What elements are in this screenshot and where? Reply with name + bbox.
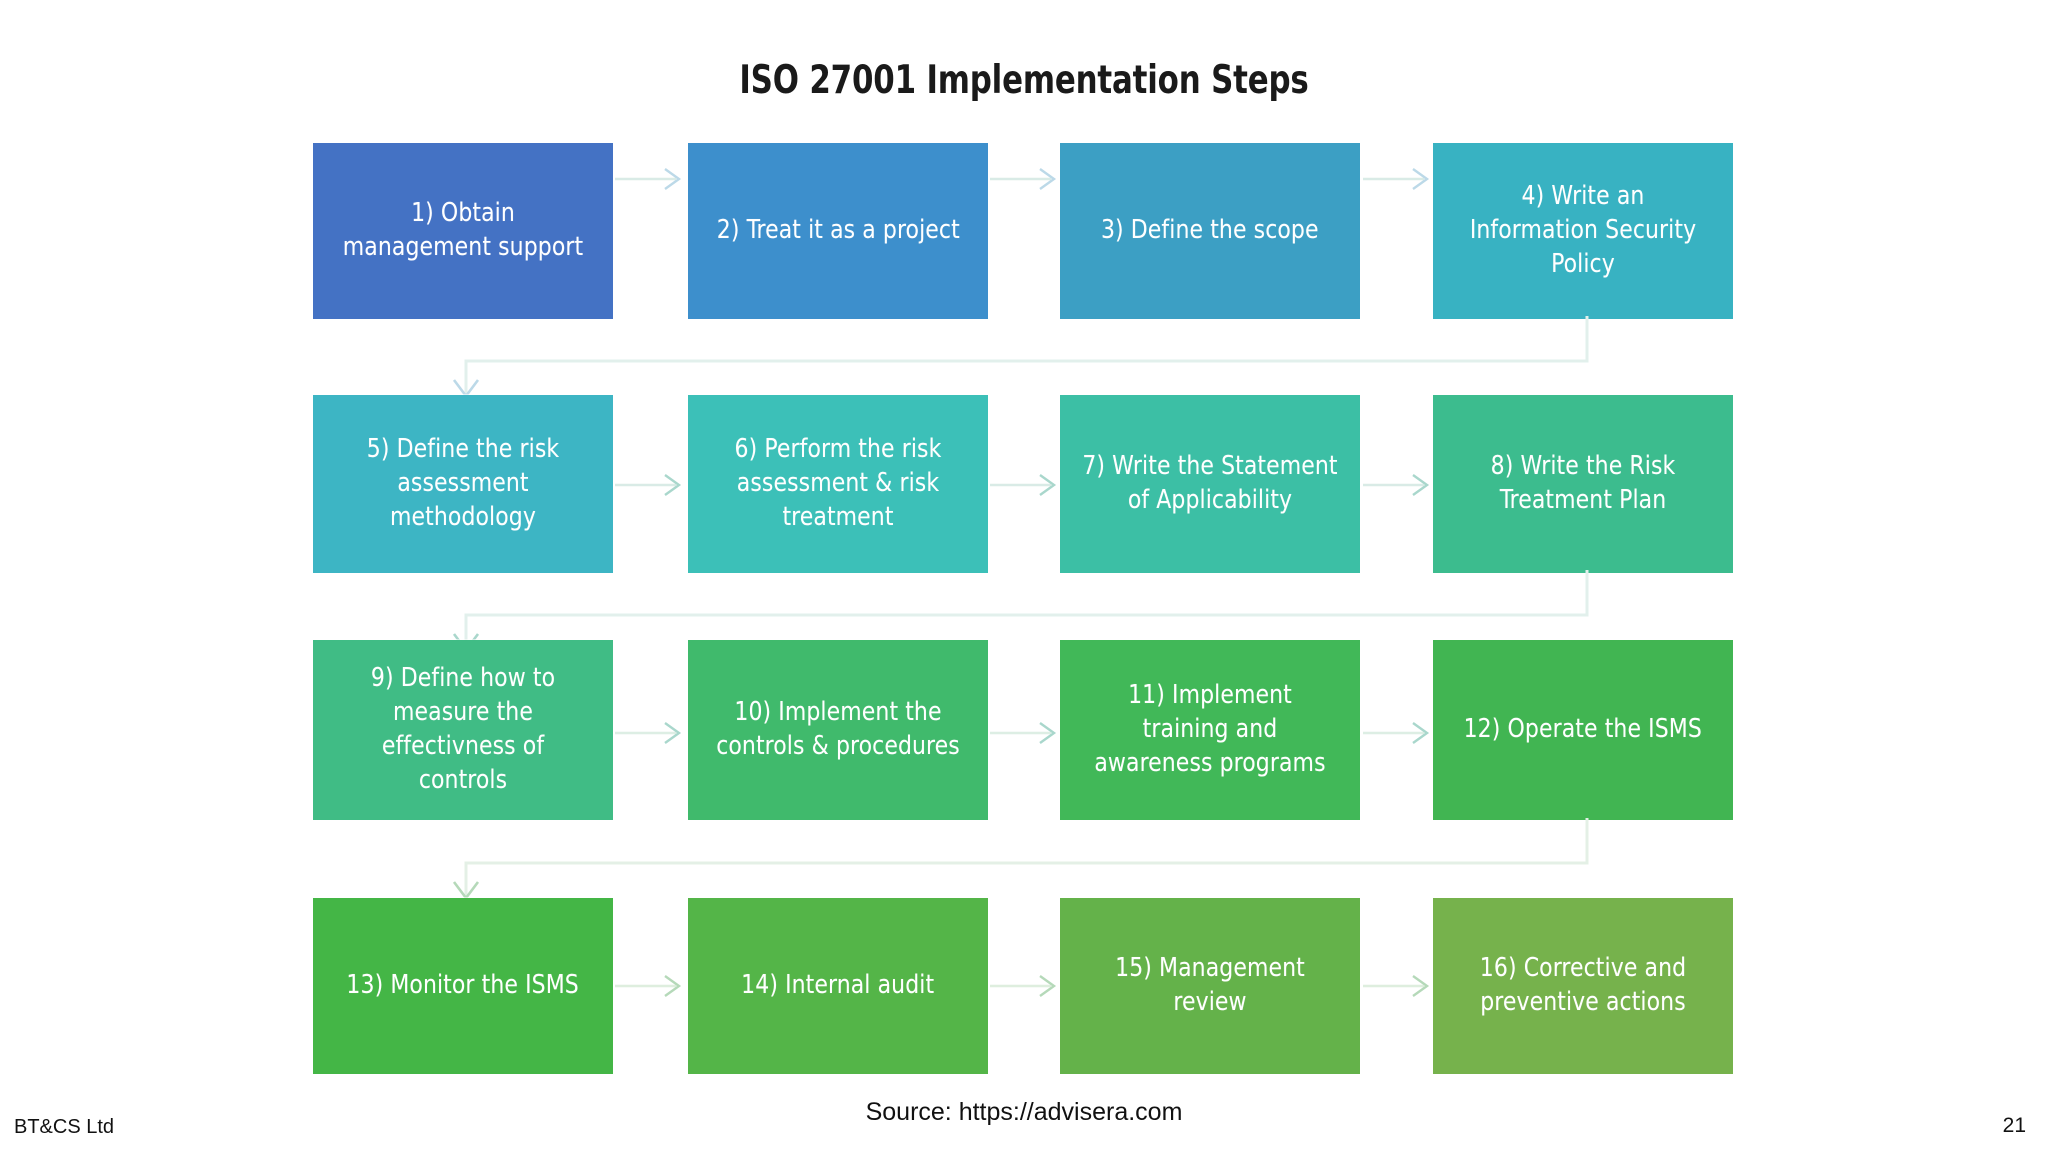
arrow-right-icon-7-8 — [1361, 470, 1437, 500]
step-box-11[interactable]: 11) Implement training and awareness pro… — [1060, 640, 1360, 820]
step-box-8[interactable]: 8) Write the Risk Treatment Plan — [1433, 395, 1733, 573]
arrow-right-icon-1-2 — [613, 164, 689, 194]
step-box-15[interactable]: 15) Management review — [1060, 898, 1360, 1074]
arrow-right-icon-13-14 — [613, 971, 689, 1001]
step-label-1: 1) Obtain management support — [342, 198, 584, 262]
step-box-7[interactable]: 7) Write the Statement of Applicability — [1060, 395, 1360, 573]
arrow-right-icon-5-6 — [613, 470, 689, 500]
arrow-right-icon-2-3 — [988, 164, 1064, 194]
step-box-14[interactable]: 14) Internal audit — [688, 898, 988, 1074]
step-box-4[interactable]: 4) Write an Information Security Policy — [1433, 143, 1733, 319]
step-box-10[interactable]: 10) Implement the controls & procedures — [688, 640, 988, 820]
step-box-12[interactable]: 12) Operate the ISMS — [1433, 640, 1733, 820]
step-box-2[interactable]: 2) Treat it as a project — [688, 143, 988, 319]
step-label-5: 5) Define the risk assessment methodolog… — [366, 434, 560, 532]
step-label-12: 12) Operate the ISMS — [1463, 714, 1703, 745]
arrow-right-icon-6-7 — [988, 470, 1064, 500]
step-label-15: 15) Management review — [1115, 953, 1305, 1017]
arrow-right-icon-14-15 — [988, 971, 1064, 1001]
footer-source-label: Source: https://advisera.com — [865, 1098, 1183, 1126]
step-label-10: 10) Implement the controls & procedures — [716, 697, 960, 761]
step-label-9: 9) Define how to measure the effectivnes… — [370, 663, 556, 795]
page-title: ISO 27001 Implementation Steps — [739, 58, 1309, 103]
arrow-right-icon-3-4 — [1361, 164, 1437, 194]
step-label-2: 2) Treat it as a project — [716, 215, 960, 246]
step-label-4: 4) Write an Information Security Policy — [1469, 181, 1697, 279]
arrow-right-icon-15-16 — [1361, 971, 1437, 1001]
step-box-1[interactable]: 1) Obtain management support — [313, 143, 613, 319]
step-label-6: 6) Perform the risk assessment & risk tr… — [734, 434, 942, 532]
step-label-13: 13) Monitor the ISMS — [346, 970, 580, 1001]
step-box-5[interactable]: 5) Define the risk assessment methodolog… — [313, 395, 613, 573]
arrow-right-icon-10-11 — [988, 718, 1064, 748]
step-label-8: 8) Write the Risk Treatment Plan — [1490, 451, 1676, 515]
footer-page-number: 21 — [2002, 1114, 2026, 1137]
step-label-14: 14) Internal audit — [741, 970, 935, 1001]
step-box-9[interactable]: 9) Define how to measure the effectivnes… — [313, 640, 613, 820]
step-box-6[interactable]: 6) Perform the risk assessment & risk tr… — [688, 395, 988, 573]
step-label-7: 7) Write the Statement of Applicability — [1082, 451, 1338, 515]
step-box-3[interactable]: 3) Define the scope — [1060, 143, 1360, 319]
step-box-16[interactable]: 16) Corrective and preventive actions — [1433, 898, 1733, 1074]
footer-company-label: BT&CS Ltd — [14, 1116, 115, 1138]
step-label-3: 3) Define the scope — [1101, 215, 1319, 246]
step-box-13[interactable]: 13) Monitor the ISMS — [313, 898, 613, 1074]
step-label-16: 16) Corrective and preventive actions — [1479, 953, 1687, 1017]
arrow-right-icon-11-12 — [1361, 718, 1437, 748]
arrow-right-icon-9-10 — [613, 718, 689, 748]
step-label-11: 11) Implement training and awareness pro… — [1094, 680, 1326, 778]
